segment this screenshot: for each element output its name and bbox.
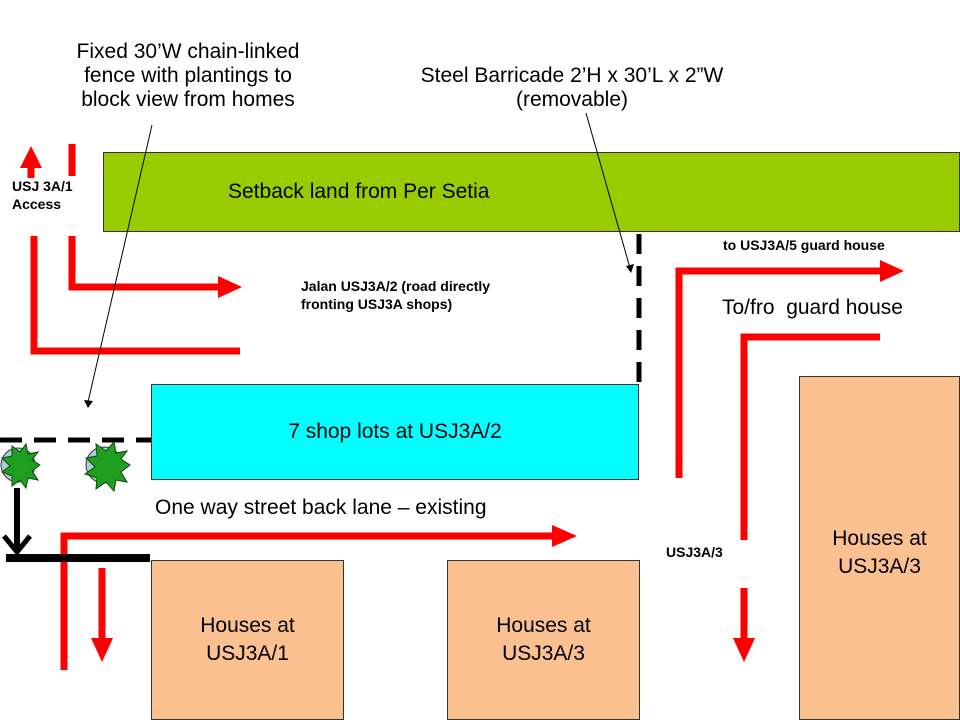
inner-route-arrowhead [218,276,242,298]
houses-right-label-line2: USJ3A/3 [838,555,921,578]
back-lane-line [60,532,555,670]
houses-usj3a1-label-line1: Houses at [200,614,295,637]
shop-lots-label: 7 shop lots at USJ3A/2 [288,420,502,443]
jalan-label-line2: fronting USJ3A shops) [301,296,453,312]
barricade-annotation: Steel Barricade 2’H x 30’L x 2”W (remova… [388,64,756,112]
fence-annotation-line2: fence with plantings to [84,64,292,87]
tofro-guard-label: To/fro guard house [722,296,903,319]
jalan-label-line1: Jalan USJ3A/2 (road directly [301,278,491,294]
houses-usj3a1-label-line2: USJ3A/1 [206,642,289,665]
access-label-line1: USJ 3A/1 [12,178,73,194]
outer-route-line [30,236,240,355]
access-label-line2: Access [12,196,62,212]
setback-land-label: Setback land from Per Setia [228,180,490,203]
to-guard-route-line [675,267,884,478]
back-lane-arrowhead [552,525,577,547]
houses-usj3a3-label-line1: Houses at [496,614,591,637]
left-down-arrowhead [91,638,113,662]
barricade-callout-arrowhead [626,264,634,273]
fence-annotation: Fixed 30’W chain-linked fence with plant… [48,40,328,112]
inner-route-line [68,236,220,291]
access-up-arrowhead [20,146,42,168]
back-lane-label: One way street back lane – existing [155,496,487,519]
houses-usj3a3-area: Houses at USJ3A/3 [447,560,640,720]
right-down-arrowhead [733,638,755,662]
fence-annotation-line3: block view from homes [81,88,295,111]
fence-callout-arrowhead [84,400,93,408]
tofro-route-line [740,333,880,540]
barricade-annotation-line2: (removable) [515,88,629,111]
black-down-arrowhead [2,534,32,556]
to-guard-arrowhead [880,260,904,282]
houses-usj3a3-right-area: Houses at USJ3A/3 [799,376,960,720]
fence-annotation-line1: Fixed 30’W chain-linked [76,40,300,63]
shrub-planting-right [83,440,131,493]
houses-right-label-line1: Houses at [832,527,927,550]
barricade-callout-pointer [585,112,631,269]
barricade-annotation-line1: Steel Barricade 2’H x 30’L x 2”W [420,64,724,87]
fence-callout-pointer [87,124,153,403]
shop-lots-area: 7 shop lots at USJ3A/2 [151,384,639,480]
jalan-label: Jalan USJ3A/2 (road directly fronting US… [301,277,490,313]
usj3a3-road-label: USJ3A/3 [666,544,723,560]
setback-land-area: Setback land from Per Setia [103,152,960,232]
houses-usj3a1-area: Houses at USJ3A/1 [151,560,344,720]
to-guard-label: to USJ3A/5 guard house [723,237,885,253]
access-label: USJ 3A/1 Access [12,177,73,213]
houses-usj3a3-label-line2: USJ3A/3 [502,642,585,665]
shrub-planting-left [0,442,41,490]
